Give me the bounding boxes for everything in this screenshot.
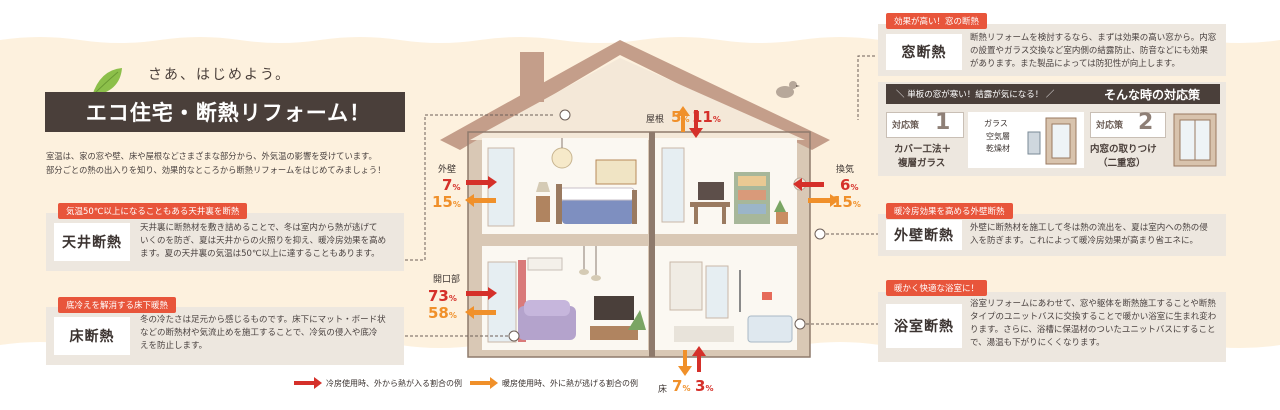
roof-label: 屋根: [646, 115, 665, 125]
floor-name: 床断熱: [54, 317, 130, 355]
intro-text-line2: 部分ごとの熱の出入りを知り、効果的なところから断熱リフォームをはじめてみましょう…: [46, 165, 386, 175]
floor-text-line1: 冬の冷たさは足元から感じるものです。床下にマット・ボード状: [140, 315, 386, 325]
glass-label: ガラス: [984, 119, 1008, 128]
ceiling-name: 天井断熱: [54, 223, 130, 261]
wall-out-num: 15: [432, 193, 453, 211]
inner-window-icon: [1173, 113, 1217, 167]
roof-in-value: 11%: [692, 107, 721, 126]
ceiling-tag: 気温50℃以上になることもある天井裏を断熱: [58, 203, 248, 219]
wall-in-value: 7%: [442, 175, 460, 194]
wall-out-value: 15%: [432, 192, 461, 211]
bed-icon: [556, 184, 637, 224]
intro-subtitle: さあ、はじめよう。: [148, 67, 292, 83]
dry-label: 乾燥材: [986, 144, 1010, 153]
roof-out-pct: %: [681, 115, 690, 124]
floor-out-value: 7%: [672, 376, 690, 395]
opening-label: 開口部: [433, 275, 461, 285]
opening-in-pct: %: [448, 294, 457, 303]
page-title: エコ住宅・断熱リフォーム！: [85, 101, 372, 125]
bird-icon: [776, 81, 800, 98]
air-label: 空気層: [986, 132, 1010, 141]
roof-in-pct: %: [712, 115, 721, 124]
ceiling-text-line3: ます。夏の天井裏の気温は50℃以上に達することもあります。: [140, 249, 380, 259]
measure1-label: 対応策: [892, 121, 920, 131]
measure2-desc1: 内窓の取りつけ: [1090, 144, 1157, 155]
roof-in-num: 11: [692, 108, 713, 126]
floor-out-num: 7: [672, 377, 683, 395]
intro-text-line1: 室温は、家の窓や壁、床や屋根などさまざまな部分から、外気温の影響を受けています。: [46, 151, 377, 161]
measure1-num: 1: [935, 110, 951, 135]
floor-out-pct: %: [682, 384, 691, 393]
title-banner: [45, 92, 405, 132]
vent-in-pct: %: [850, 183, 859, 192]
window-icon: [1027, 117, 1077, 165]
floor-in-pct: %: [705, 384, 714, 393]
vent-out-pct: %: [852, 200, 861, 209]
plant-icon: [774, 200, 788, 224]
measure1-desc1: カバー工法＋: [894, 144, 952, 155]
window-text-line2: の設置やガラス交換など室内側の結露防止、防音などにも効果: [970, 46, 1208, 56]
bath-text-line4: で、湯温も下がりにくくなります。: [970, 338, 1105, 348]
vent-in-value: 6%: [840, 175, 858, 194]
opening-in-num: 73: [428, 287, 449, 305]
opening-out-pct: %: [448, 311, 457, 320]
floor-in-value: 3%: [695, 376, 713, 395]
legend-heat-in: 冷房使用時、外から熱が入る割合の例: [326, 379, 462, 388]
wall-label: 外壁: [438, 165, 457, 175]
vent-label: 換気: [836, 165, 855, 175]
window-name: 窓断熱: [886, 34, 962, 70]
wall-name: 外壁断熱: [886, 220, 962, 250]
wall-tag: 暖冷房効果を高める外壁断熱: [886, 203, 1013, 219]
ceiling-text-line2: いくのを防ぎ、夏は天井からの火照りを抑え、暖冷房効果を高め: [140, 236, 387, 246]
measure2-label: 対応策: [1096, 121, 1124, 131]
measure2-num: 2: [1138, 110, 1154, 135]
window-text-line3: があります。また製品によっては防犯性が向上します。: [970, 59, 1180, 69]
roof-out-num: 5: [671, 108, 682, 126]
opening-out-num: 58: [428, 304, 449, 322]
wall-text-line2: 入を防ぎます。これによって暖冷房効果が高まり省エネに。: [970, 236, 1198, 246]
measures-banner-left: ＼ 単板の窓が寒い！結露が気になる！ ／: [896, 90, 1055, 100]
measure1-box: [886, 112, 964, 138]
wall-in-num: 7: [442, 176, 453, 194]
window-text-line1: 断熱リフォームを検討するなら、まずは効果の高い窓から。内窓: [970, 33, 1217, 43]
floor-text-line2: などの断熱材や気流止めを施工することで、冷気の侵入や底冷: [140, 328, 378, 338]
wall-out-pct: %: [452, 200, 461, 209]
vent-in-num: 6: [840, 176, 851, 194]
measures-banner: [886, 84, 1220, 104]
ceiling-text-line1: 天井裏に断熱材を敷き詰めることで、冬は室内から熱が逃げて: [140, 223, 378, 233]
floor-text-line3: えを防止します。: [140, 341, 208, 351]
roof-out-value: 5%: [671, 107, 689, 126]
sofa-icon: [518, 300, 576, 340]
measure1-desc2: 複層ガラス: [898, 158, 946, 169]
floor-label: 床: [658, 385, 668, 395]
vent-out-value: 15%: [832, 192, 861, 211]
bath-text-line1: 浴室リフォームにあわせて、窓や躯体を断熱施工することや断熱: [970, 299, 1216, 309]
measures-banner-right: そんな時の対応策: [1104, 88, 1201, 102]
floor-in-num: 3: [695, 377, 706, 395]
opening-in-value: 73%: [428, 286, 457, 305]
bath-name: 浴室断熱: [886, 304, 962, 348]
opening-out-value: 58%: [428, 303, 457, 322]
wall-in-pct: %: [452, 183, 461, 192]
bath-text-line2: タイプのユニットバスに交換することで暖かい浴室に生まれ変わ: [970, 312, 1217, 322]
wall-text-line1: 外壁に断熱材を施工して冬は熱の流出を、夏は室内への熱の侵: [970, 223, 1208, 233]
heat-arrows: [294, 106, 839, 389]
legend-heat-out: 暖房使用時、外に熱が逃げる割合の例: [502, 379, 638, 388]
bath-text-line3: ります。さらに、浴槽に保温材のついたユニットバスにすること: [970, 325, 1216, 335]
vent-out-num: 15: [832, 193, 853, 211]
bath-tag: 暖かく快適な浴室に！: [886, 280, 988, 296]
floor-tag: 底冷えを解消する床下暖熱: [58, 297, 177, 313]
window-tag: 効果が高い！窓の断熱: [886, 13, 988, 29]
measure2-box: [1090, 112, 1166, 138]
measure2-desc2: （二重窓）: [1098, 158, 1146, 169]
